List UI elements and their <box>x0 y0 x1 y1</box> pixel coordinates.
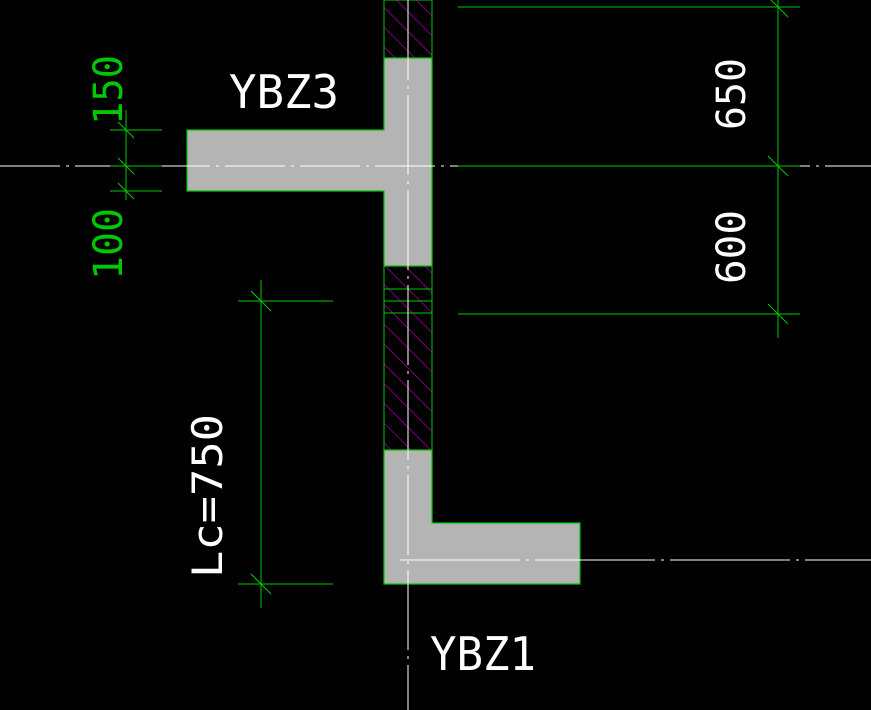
ybz1-label: YBZ1 <box>430 627 536 681</box>
lc-tick-bottom <box>250 573 272 595</box>
right-dimension-chain <box>458 0 800 338</box>
right-tick-bottom <box>767 303 789 325</box>
ybz3-column-shape <box>186 57 433 267</box>
dim-left-lower-text: 100 <box>86 208 132 280</box>
left-tick-top <box>117 121 135 139</box>
dim-lc-text: Lc=750 <box>183 414 232 578</box>
dim-left-upper-text: 150 <box>86 55 132 125</box>
ybz3-label: YBZ3 <box>229 65 339 119</box>
lc-dimension-chain <box>238 280 333 608</box>
dim-right-lower-text: 600 <box>709 210 755 284</box>
lc-tick-top <box>250 290 272 312</box>
left-tick-middle <box>117 157 135 175</box>
left-tick-bottom <box>117 182 135 200</box>
right-tick-middle <box>767 155 789 177</box>
right-tick-top <box>770 0 789 18</box>
left-dimension-chain <box>110 110 162 200</box>
dim-right-upper-text: 650 <box>709 58 755 130</box>
ybz1-column-shape <box>383 449 581 585</box>
